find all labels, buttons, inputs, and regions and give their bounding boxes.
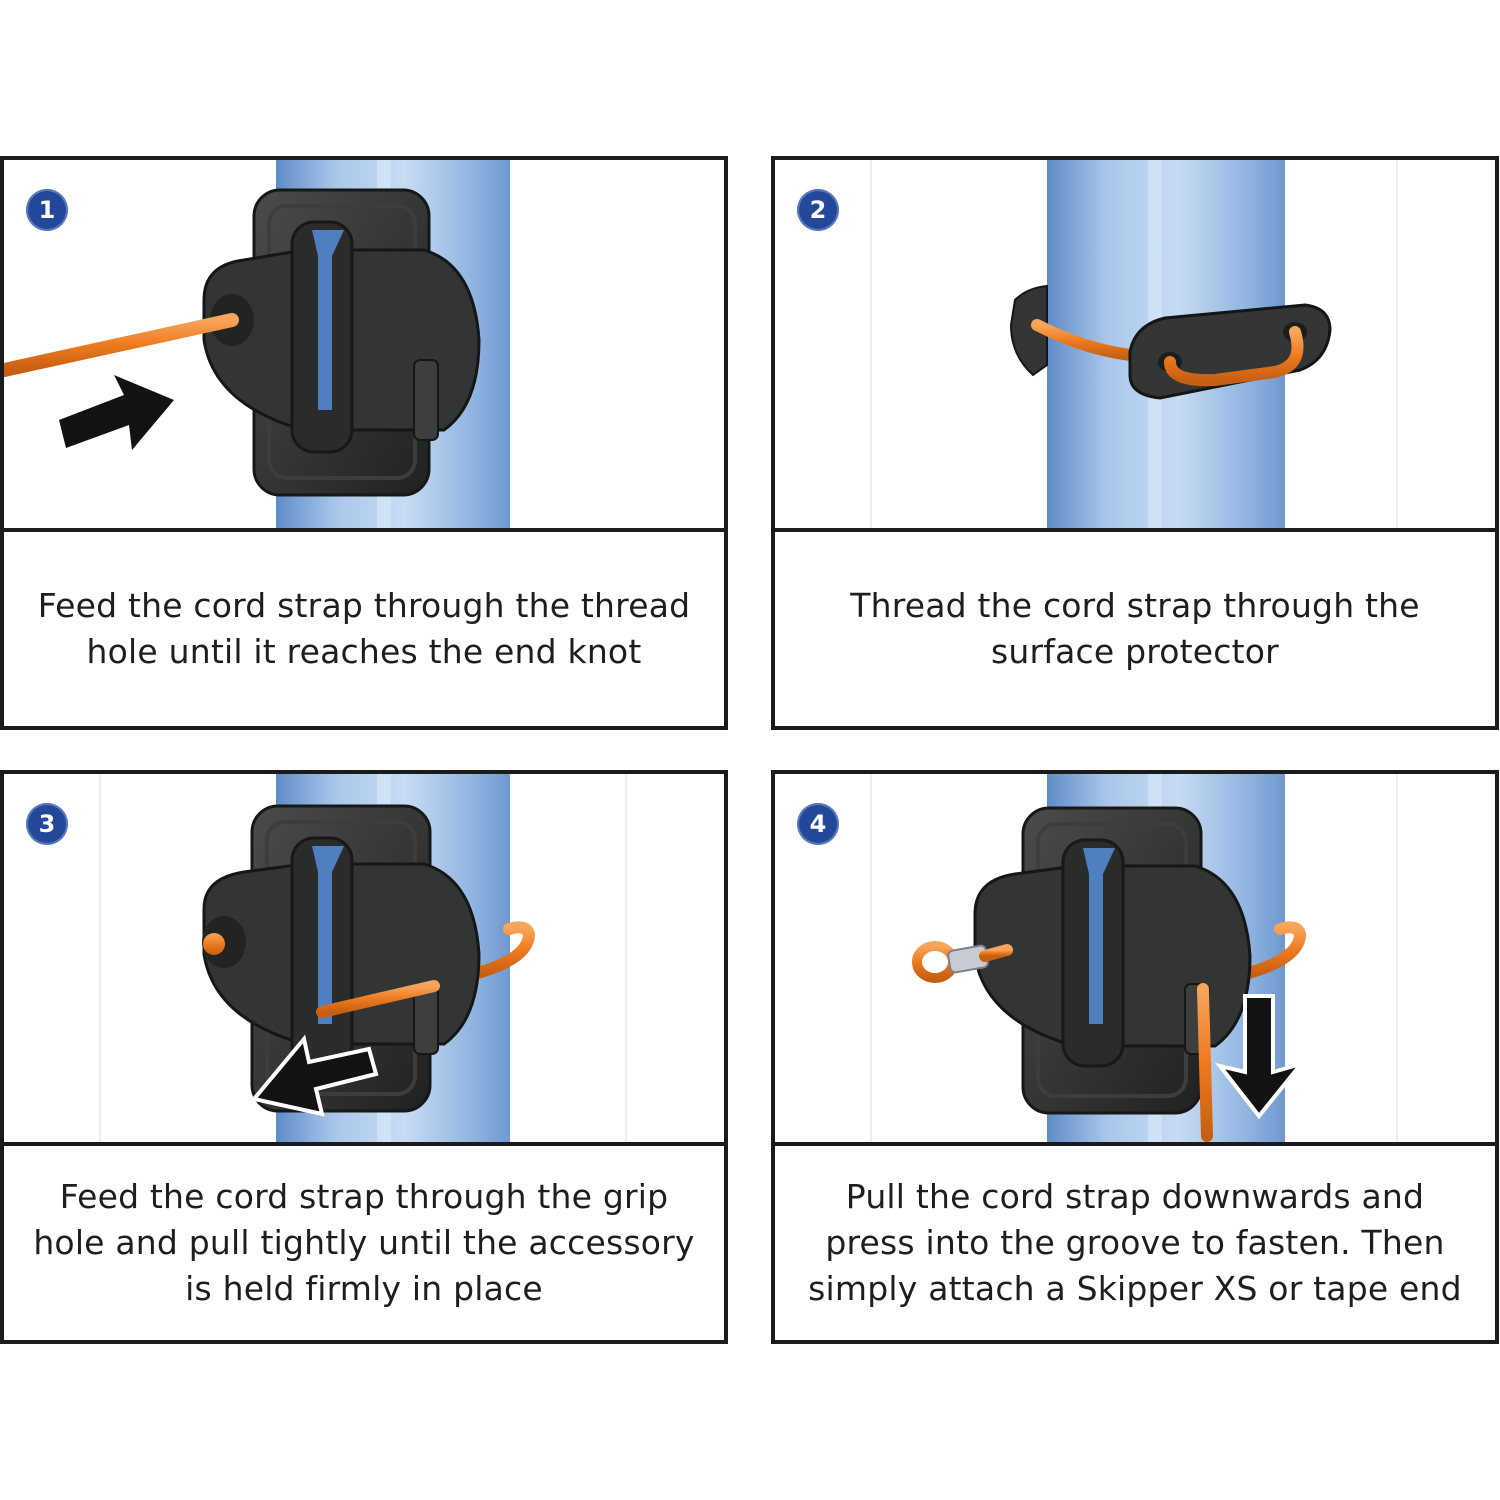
step-panel-3: 3 Feed the cord strap through the grip h… xyxy=(0,770,728,1344)
step-number-badge: 4 xyxy=(797,803,839,845)
step-2-illustration: 2 xyxy=(775,160,1495,532)
step-caption: Thread the cord strap through the surfac… xyxy=(850,586,1420,671)
step-number-badge: 3 xyxy=(26,803,68,845)
step-caption: Feed the cord strap through the grip hol… xyxy=(33,1177,695,1308)
post-insulator xyxy=(202,804,481,1113)
step-1-illustration: 1 xyxy=(4,160,724,532)
step-3-illustration: 3 xyxy=(4,774,724,1146)
cord-strap xyxy=(1197,983,1213,1142)
step-panel-1: 1 Feed the cord strap through the thread… xyxy=(0,156,728,730)
step-number-badge: 2 xyxy=(797,189,839,231)
post-insulator xyxy=(973,806,1252,1115)
step-4-illustration: 4 xyxy=(775,774,1495,1146)
cord-end xyxy=(203,933,225,955)
tape-end-connector xyxy=(912,941,989,983)
cord-strap xyxy=(4,313,239,377)
step-panel-4: 4 Pull the cord strap downwards and pres… xyxy=(771,770,1499,1344)
arrow-down-icon xyxy=(1214,994,1307,1120)
cord-strap xyxy=(316,980,440,1018)
arrow-left-icon xyxy=(250,1034,379,1117)
step-caption: Feed the cord strap through the thread h… xyxy=(37,586,691,671)
step-number-badge: 1 xyxy=(26,189,68,231)
arrow-right-icon xyxy=(59,375,174,450)
step-panel-2: 2 Thread the cord strap through the surf… xyxy=(771,156,1499,730)
step-caption: Pull the cord strap downwards and press … xyxy=(808,1177,1462,1308)
cord-strap xyxy=(1164,326,1304,387)
